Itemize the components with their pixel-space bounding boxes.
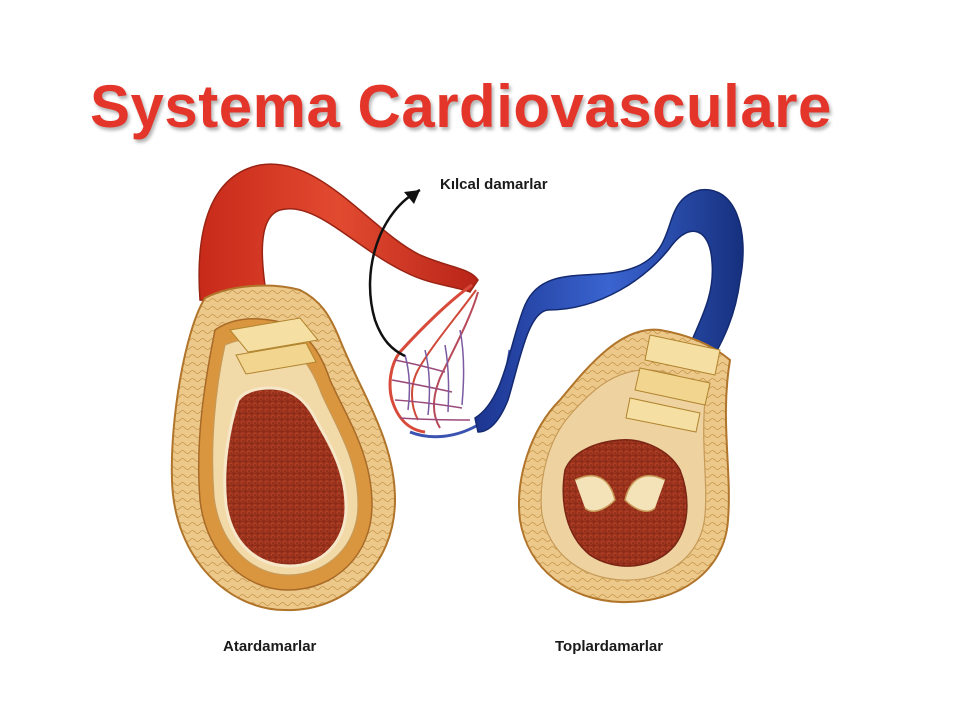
vein-valve	[574, 475, 666, 512]
capillary-arrow	[368, 188, 421, 358]
artery-illustration	[170, 163, 479, 612]
veins-label: Toplardamarlar	[555, 638, 664, 655]
vein-lumen	[562, 439, 688, 567]
arteries-label: Atardamarlar	[223, 638, 317, 655]
vein-illustration	[474, 189, 744, 604]
capillaries-label: Kılcal damarlar	[440, 176, 548, 193]
artery-lumen	[223, 386, 348, 568]
artery-tube	[198, 163, 479, 306]
slide-title: Systema Cardiovasculare	[90, 73, 832, 140]
